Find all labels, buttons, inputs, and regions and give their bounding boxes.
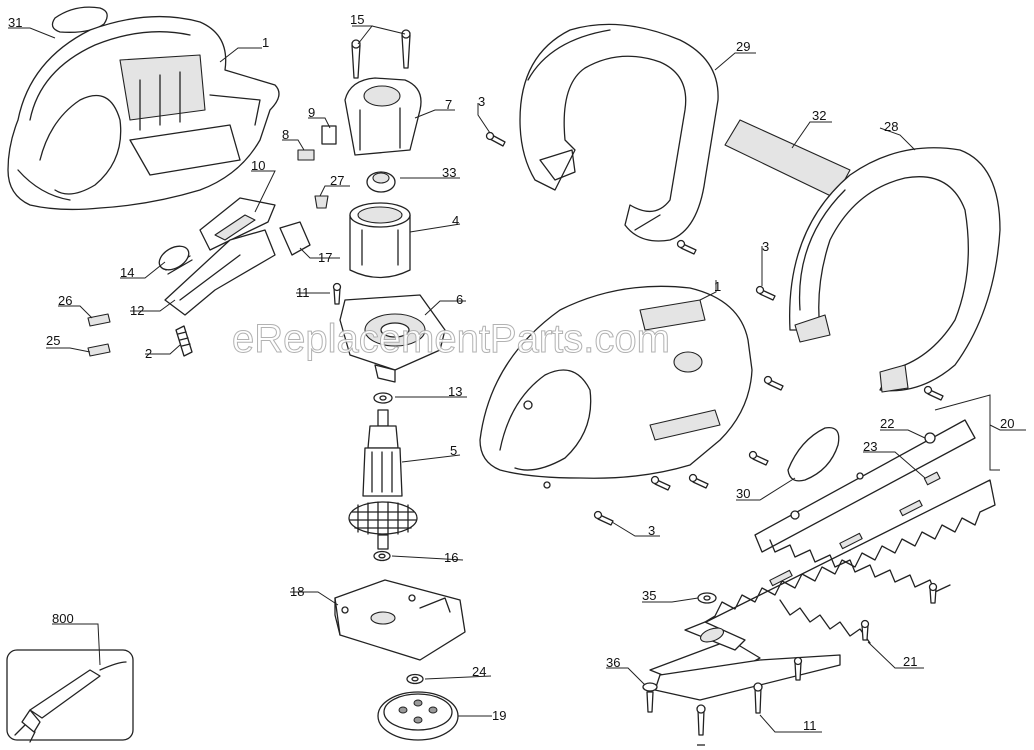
label-11: 11	[803, 718, 817, 733]
label-1: 1	[262, 35, 269, 50]
part-5-armature	[348, 409, 418, 550]
part-30	[787, 426, 840, 482]
label-13: 13	[448, 384, 462, 399]
label-3: 3	[478, 94, 485, 109]
part-9-switch	[321, 125, 337, 145]
part-8	[297, 149, 315, 161]
part-29-handle	[519, 23, 719, 242]
housing-screws	[593, 375, 944, 526]
part-10-lever	[199, 197, 276, 251]
part-14-spring	[158, 245, 193, 275]
label-8: 8	[282, 127, 289, 142]
label-29: 29	[736, 39, 750, 54]
part-7-brush-holder	[344, 77, 422, 156]
label-3: 3	[648, 523, 655, 538]
part-27	[314, 195, 329, 209]
part-24-washer	[406, 673, 424, 685]
part-12-trigger	[164, 229, 276, 316]
label-1: 1	[714, 279, 721, 294]
part-1-housing-right	[479, 285, 753, 489]
part-16-washer	[373, 550, 391, 562]
label-27: 27	[330, 173, 344, 188]
label-20: 20	[1000, 416, 1014, 431]
part-800-cord	[6, 649, 134, 743]
label-28: 28	[884, 119, 898, 134]
label-3: 3	[762, 239, 769, 254]
label-10: 10	[251, 158, 265, 173]
part-32-label	[724, 119, 851, 199]
part-1-housing-left	[7, 15, 280, 211]
part-15-screws	[351, 29, 411, 79]
part-28-guard	[788, 147, 1001, 393]
label-9: 9	[308, 105, 315, 120]
label-22: 22	[880, 416, 894, 431]
label-35: 35	[642, 588, 656, 603]
part-3-screw	[485, 131, 506, 147]
label-6: 6	[456, 292, 463, 307]
callout-labels: 31 1 15 9 7 8 33 10 27 4 14 17 26 12 11 …	[8, 12, 1014, 733]
label-25: 25	[46, 333, 60, 348]
label-32: 32	[812, 108, 826, 123]
part-4-motor-field	[349, 202, 411, 279]
part-33-bushing	[366, 171, 396, 193]
label-5: 5	[450, 443, 457, 458]
part-11-screw	[332, 282, 342, 305]
label-26: 26	[58, 293, 72, 308]
part-18-gear-housing	[334, 579, 466, 661]
part-22	[924, 432, 936, 444]
label-2: 2	[145, 346, 152, 361]
label-30: 30	[736, 486, 750, 501]
label-15: 15	[350, 12, 364, 27]
watermark: eReplacementParts.com	[232, 317, 670, 361]
label-4: 4	[452, 213, 459, 228]
part-23	[923, 471, 941, 486]
label-17: 17	[318, 250, 332, 265]
part-6-bearing-housing	[339, 294, 446, 383]
label-21: 21	[903, 654, 917, 669]
label-31: 31	[8, 15, 22, 30]
part-3-screw	[676, 239, 776, 301]
label-24: 24	[472, 664, 486, 679]
part-19-gear	[377, 691, 459, 741]
part-21-screw	[860, 582, 938, 641]
part-13-washer	[373, 392, 393, 404]
label-800: 800	[52, 611, 74, 626]
label-36: 36	[606, 655, 620, 670]
part-11-screws-bottom	[696, 656, 803, 746]
label-7: 7	[445, 97, 452, 112]
part-20-blade-assembly	[649, 394, 1000, 701]
label-12: 12	[130, 303, 144, 318]
part-17	[279, 221, 311, 256]
label-18: 18	[290, 584, 304, 599]
part-35-washer	[697, 592, 717, 604]
label-23: 23	[863, 439, 877, 454]
leader-lines	[8, 25, 1026, 733]
label-16: 16	[444, 550, 458, 565]
part-26	[87, 313, 111, 327]
label-11: 11	[296, 285, 310, 300]
part-25	[87, 343, 111, 357]
label-33: 33	[442, 165, 456, 180]
label-14: 14	[120, 265, 134, 280]
part-2-spring	[175, 325, 193, 357]
label-19: 19	[492, 708, 506, 723]
part-36-screw	[642, 682, 658, 713]
part-31	[51, 6, 108, 33]
